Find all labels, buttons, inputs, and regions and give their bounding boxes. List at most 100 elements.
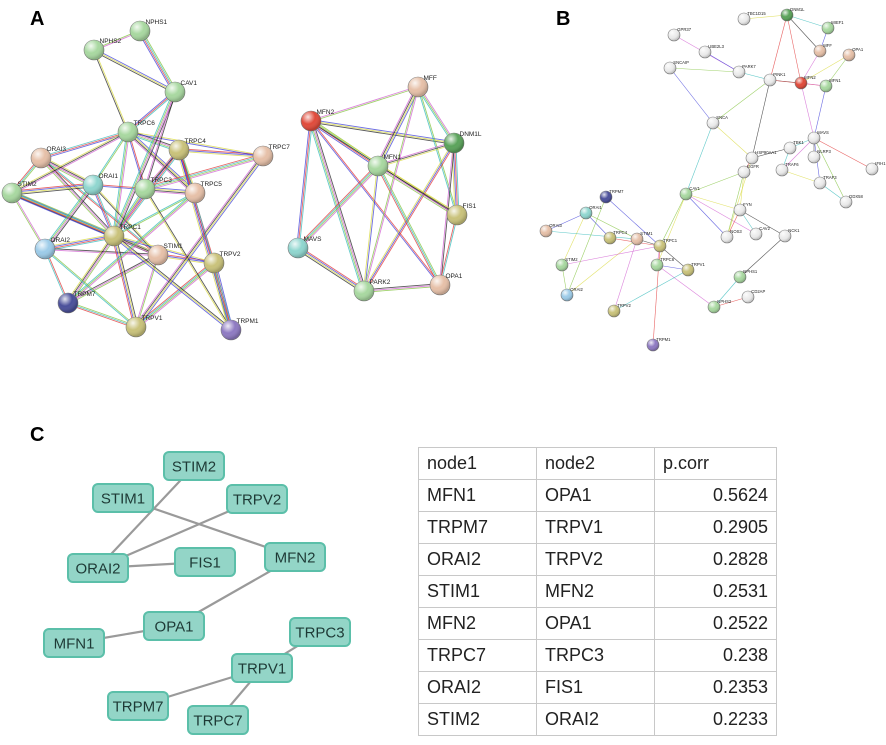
panel-label-c: C	[30, 424, 45, 446]
node-label: TRPC6	[660, 257, 674, 262]
edge-MFN1-MAVS	[299, 167, 380, 250]
edge-MFF-FIS1	[418, 86, 459, 215]
edge-DNM1L-PARK2	[364, 143, 456, 292]
edge-TRPV1-TRPC1	[111, 236, 135, 328]
edge-MFN1-PARK2	[362, 165, 378, 291]
node-orai1: ORAI1	[82, 173, 118, 196]
node-label: TRPC3	[295, 625, 344, 642]
edge-TRPC4-TRPC7	[178, 149, 264, 157]
edge-MFN1-OPA1	[378, 165, 442, 285]
edge-MFN2-OPA1	[310, 121, 440, 286]
node-trpc6: TRPC6	[117, 120, 155, 143]
node-stim2: STIM2	[163, 451, 225, 481]
node-stim2: STIM2	[1, 181, 38, 204]
node-label: MFN2	[804, 75, 816, 80]
node-ifih1: IFIH1	[865, 161, 886, 176]
cell-node1: ORAI2	[418, 671, 537, 704]
edge-TRPC5-TRPC1	[114, 193, 196, 237]
node-nphs1: NPHS1	[733, 269, 758, 284]
node-label: ORAI1	[589, 205, 602, 210]
edge-MFN1-OPA1	[376, 166, 440, 286]
edge-b_CAV1-b_TRPC1	[659, 193, 687, 247]
node-label: FYN	[743, 202, 751, 207]
edge-b_TBC1D15-b_DNM1L	[743, 14, 788, 20]
node-orai2: ORAI2	[67, 553, 129, 583]
edge-TRPC6-TRPC1	[113, 131, 129, 237]
node-trpm7: TRPM7	[599, 189, 624, 204]
edge-TRPC5-TRPM7	[67, 192, 196, 304]
edge-MAVS-PARK2	[298, 247, 365, 291]
node-label: GPR37	[677, 27, 691, 32]
edge-b_FYN-b_NCK1	[739, 209, 786, 237]
edge-PARK2-OPA1	[363, 283, 440, 291]
node-mfn2: MFN2	[794, 75, 816, 90]
header-pcorr: p.corr	[654, 447, 777, 480]
node-label: TRPM7	[74, 291, 96, 298]
node-orai2: ORAI2	[560, 287, 584, 302]
node-label: MFF	[424, 75, 437, 82]
node-label: TRPC4	[613, 230, 627, 235]
cell-pcorr: 0.5624	[654, 479, 777, 512]
cell-node2: OPA1	[536, 607, 655, 640]
edge-MFN2-MAVS	[298, 121, 313, 249]
node-mfn1: MFN1	[367, 154, 402, 177]
node-trpc4: TRPC4	[168, 138, 206, 161]
edge-TRPM7-STIM1	[67, 254, 159, 304]
node-label: NCK1	[788, 228, 800, 233]
table-row: ORAI2 TRPV2 0.2828	[418, 543, 777, 576]
node-label: OPA1	[155, 619, 194, 636]
node-mavs: MAVS	[287, 236, 322, 259]
node-trpc7: TRPC7	[252, 144, 290, 167]
edge-STIM2-TRPC6	[11, 130, 128, 193]
edge-NPHS1-CAV1	[141, 29, 178, 92]
edge-MFN2-MFF	[311, 87, 419, 123]
edge-b_MFN2-b_MAVS	[800, 82, 815, 139]
node-mfn1: MFN1	[819, 78, 841, 93]
edge-b_SNCAIP-b_PARK7	[669, 67, 740, 73]
node-stim1: STIM1	[630, 231, 653, 246]
edge-b_ORAI1-b_STIM2	[561, 212, 587, 266]
node-label: FIS1	[189, 555, 221, 572]
cell-node1: TRPC7	[418, 639, 537, 672]
edge-STIM2-ORAI2	[11, 193, 45, 250]
edge-ORAI3-TRPC1	[41, 156, 116, 236]
node-label: NPHS2	[100, 38, 122, 45]
node-label: STIM2	[18, 181, 38, 188]
edge-b_EGFR-b_CAV1	[685, 171, 745, 195]
cell-node2: OPA1	[536, 479, 655, 512]
edge-b_NPHS1-b_NPHS2	[713, 276, 741, 308]
edge-TRPC6-TRPC5	[127, 132, 195, 194]
node-label: TRPV1	[691, 262, 705, 267]
table-row: STIM1 MFN2 0.2531	[418, 575, 777, 608]
node-label: ORAI3	[47, 146, 67, 153]
edge-b_STIM2-b_TRPC1	[561, 245, 661, 266]
node-label: TRPC1	[663, 238, 677, 243]
node-label: HSP90AA1	[755, 150, 777, 155]
edge-b_DNM1L-b_MFN2	[786, 14, 802, 84]
cell-node1: STIM2	[418, 703, 537, 736]
cell-node2: TRPV2	[536, 543, 655, 576]
node-label: TRPV1	[142, 315, 163, 322]
edge-NPHS2-CAV1	[94, 48, 176, 92]
edge-ORAI1-ORAI2	[45, 185, 94, 250]
node-label: TRPC3	[151, 177, 173, 184]
edge-TRPC5-TRPM7	[68, 193, 197, 305]
edge-ORAI1-ORAI2	[46, 185, 95, 251]
node-label: TRPC5	[201, 181, 223, 188]
table-row: STIM2 ORAI2 0.2233	[418, 703, 777, 736]
node-label: PINK1	[773, 72, 786, 77]
edge-TRPM7-STIM1	[67, 253, 158, 303]
edge-TRPC6-TRPC5	[126, 133, 194, 195]
node-label: TBC1D15	[747, 11, 766, 16]
node-label: TRAF6	[785, 162, 799, 167]
edge-MFN1-FIS1	[377, 166, 457, 216]
node-trpc4: TRPC4	[603, 230, 628, 245]
edge-CAV1-TRPC1	[111, 91, 174, 236]
cell-node1: ORAI2	[418, 543, 537, 576]
node-sncaip: SNCAIP	[663, 60, 689, 75]
cell-node1: STIM1	[418, 575, 537, 608]
edge-TRPM7-TRPV1	[67, 303, 136, 329]
node-label: ORAI2	[75, 561, 120, 578]
